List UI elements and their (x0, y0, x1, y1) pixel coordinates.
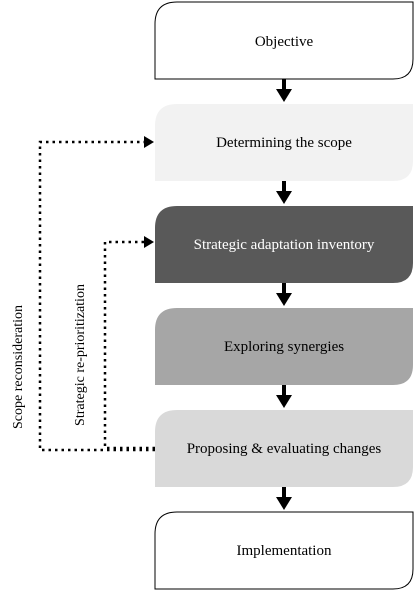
down-arrow-1 (276, 79, 292, 102)
scope-reconsideration-arrowhead (144, 136, 154, 148)
down-arrow-5 (276, 487, 292, 510)
step-exploring-synergies: Exploring synergies (155, 308, 413, 385)
step-exploring-synergies-label: Exploring synergies (224, 339, 344, 355)
strategic-reprioritization-loop: Strategic re-prioritization (73, 236, 155, 450)
step-determining-scope: Determining the scope (155, 104, 413, 181)
step-objective-label: Objective (255, 34, 314, 50)
step-objective-box (154, 1, 414, 80)
strategic-reprioritization-dotted-line (103, 240, 155, 450)
step-implementation-box (154, 511, 414, 590)
scope-reconsideration-label: Scope reconsideration (11, 305, 26, 429)
step-determining-scope-label: Determining the scope (216, 135, 352, 151)
scope-reconsideration-loop: Scope reconsideration (11, 136, 155, 452)
strategic-reprioritization-label: Strategic re-prioritization (73, 284, 88, 426)
step-objective: Objective (154, 1, 414, 80)
down-arrow-2 (276, 181, 292, 204)
flow-arrows (276, 79, 292, 510)
down-arrow-3 (276, 283, 292, 306)
step-strategic-adaptation-inventory-box (155, 206, 413, 283)
step-determining-scope-box (155, 104, 413, 181)
step-implementation: Implementation (154, 511, 414, 590)
step-implementation-label: Implementation (237, 543, 332, 559)
step-exploring-synergies-box (155, 308, 413, 385)
strategic-reprioritization-arrowhead (144, 236, 154, 248)
step-strategic-adaptation-inventory: Strategic adaptation inventory (155, 206, 413, 283)
step-proposing-evaluating-changes-box (155, 410, 413, 487)
scope-reconsideration-dotted-line (38, 140, 155, 452)
down-arrow-4 (276, 385, 292, 408)
step-strategic-adaptation-inventory-label: Strategic adaptation inventory (194, 237, 375, 253)
step-proposing-evaluating-changes: Proposing & evaluating changes (155, 410, 413, 487)
step-proposing-evaluating-changes-label: Proposing & evaluating changes (187, 441, 382, 457)
